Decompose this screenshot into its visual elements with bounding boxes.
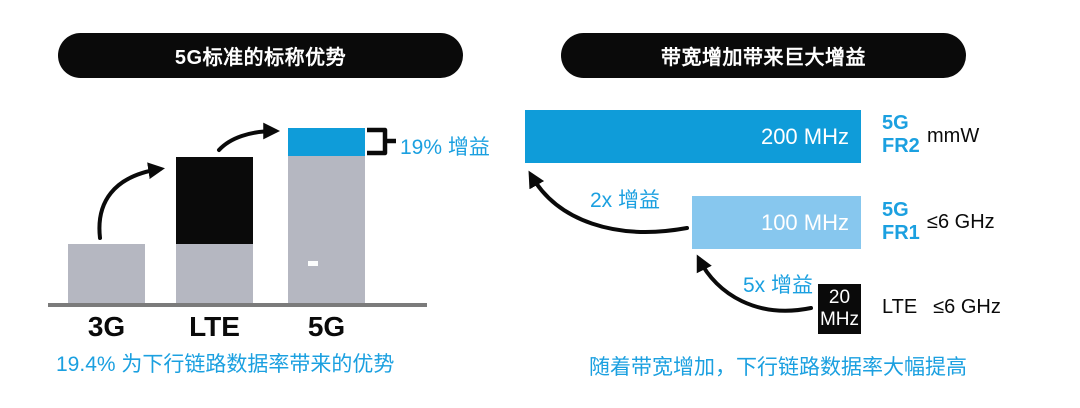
label-sub6-lte: ≤6 GHz xyxy=(933,296,1001,318)
left-chart-title-pill: 5G标准的标称优势 xyxy=(58,33,463,78)
label-5g-fr1-band: FR1 xyxy=(882,222,920,244)
bar-lte-gray xyxy=(176,244,253,304)
label-5g-fr2-band: FR2 xyxy=(882,135,920,157)
label-5g-fr1-tech: 5G xyxy=(882,199,909,221)
bar-100mhz-value: 100 MHz xyxy=(760,209,849,235)
gain-2x-label: 2x 增益 xyxy=(590,189,661,212)
bar-3g xyxy=(68,244,145,304)
left-caption: 19.4% 为下行链路数据率带来的优势 xyxy=(56,353,395,376)
label-3g: 3G xyxy=(87,311,126,342)
label-5g: 5G xyxy=(307,311,346,342)
label-lte-tech: LTE xyxy=(882,296,918,318)
right-caption: 随着带宽增加，下行链路数据率大幅提高 xyxy=(589,356,967,379)
label-lte: LTE xyxy=(189,311,240,342)
highlight-dash xyxy=(308,261,318,266)
left-chart-title: 5G标准的标称优势 xyxy=(174,47,347,69)
bar-20mhz-value-bottom: MHz xyxy=(819,309,860,330)
arrow-lte-to-5g xyxy=(217,122,281,152)
gain-bracket xyxy=(367,127,396,156)
bar-20mhz-value-top: 20 xyxy=(828,287,851,308)
bar-200mhz: 200 MHz xyxy=(525,110,861,163)
label-5g-fr2: 5G FR2 xyxy=(882,112,920,158)
gain-19-label: 19% 增益 xyxy=(400,136,490,159)
arrow-3g-to-lte xyxy=(97,162,165,240)
baseline-axis xyxy=(48,303,427,307)
right-chart-title-pill: 带宽增加带来巨大增益 xyxy=(561,33,966,78)
bar-100mhz: 100 MHz xyxy=(692,196,861,249)
label-sub6-fr1: ≤6 GHz xyxy=(927,211,995,233)
bar-5g-gray xyxy=(288,156,365,304)
bar-5g-blue-gain xyxy=(288,128,365,156)
label-mmw: mmW xyxy=(927,125,980,147)
label-5g-fr2-tech: 5G xyxy=(882,112,909,134)
bar-200mhz-value: 200 MHz xyxy=(760,123,849,149)
label-5g-fr1: 5G FR1 xyxy=(882,199,920,245)
bar-lte-black xyxy=(176,157,253,244)
bar-20mhz: 20 MHz xyxy=(818,284,861,334)
gain-5x-label: 5x 增益 xyxy=(743,274,814,297)
label-lte-row: LTE ≤6 GHz xyxy=(882,296,1001,319)
right-chart-title: 带宽增加带来巨大增益 xyxy=(661,47,866,69)
